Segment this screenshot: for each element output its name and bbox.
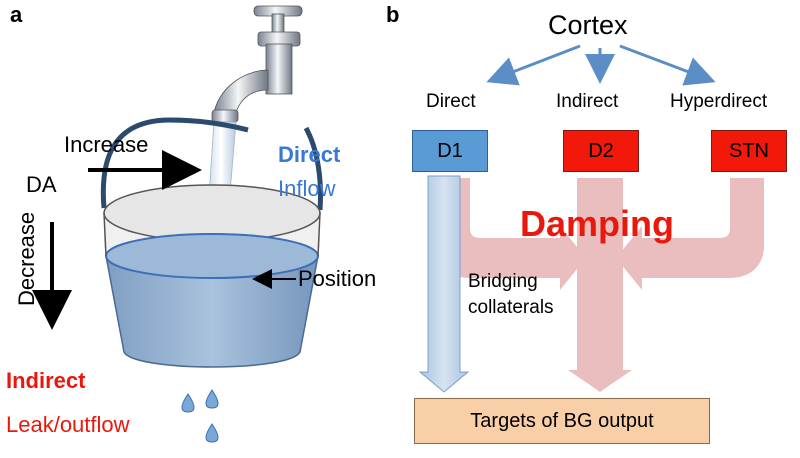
- panel-a-letter: a: [10, 2, 23, 27]
- panel-b-letter: b: [386, 2, 400, 27]
- decrease-label: Decrease: [14, 211, 39, 306]
- inflow-label: Inflow: [278, 176, 336, 201]
- position-label: Position: [298, 266, 377, 291]
- increase-label: Increase: [64, 132, 149, 157]
- direct-output-arrow: [418, 175, 470, 393]
- targets-box: Targets of BG output: [414, 398, 710, 444]
- pathway-hyperdirect-label: Hyperdirect: [670, 91, 768, 112]
- leak-outflow-label: Leak/outflow: [6, 412, 130, 437]
- pathway-indirect-label: Indirect: [556, 91, 619, 112]
- cortex-arrows: [486, 44, 716, 86]
- cortex-label: Cortex: [548, 10, 628, 40]
- stn-box: STN: [711, 130, 787, 172]
- pathway-direct-label: Direct: [426, 91, 476, 112]
- da-label: DA: [26, 172, 57, 197]
- damping-label: Damping: [520, 203, 675, 244]
- damping-arrows: [436, 178, 764, 392]
- bridging-label: Bridging: [468, 271, 538, 292]
- faucet-icon: [211, 5, 303, 123]
- water-drop-icon: [181, 389, 219, 443]
- collaterals-label: collaterals: [468, 297, 554, 318]
- d1-box: D1: [412, 130, 488, 172]
- d2-box: D2: [563, 130, 639, 172]
- indirect-label: Indirect: [6, 368, 86, 393]
- direct-label: Direct: [278, 142, 341, 167]
